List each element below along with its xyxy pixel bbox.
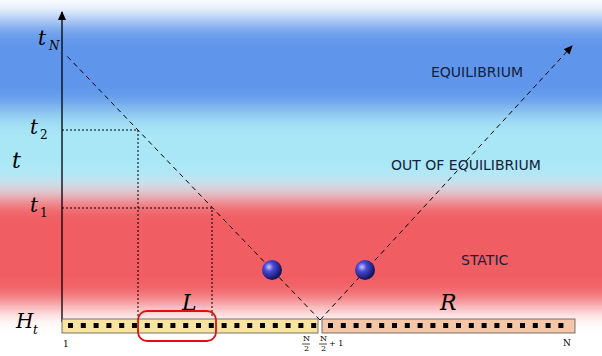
site bbox=[119, 323, 124, 328]
site bbox=[546, 323, 551, 328]
time-band: STATIC bbox=[458, 250, 514, 270]
band-label: EQUILIBRIUM bbox=[431, 64, 525, 80]
site bbox=[286, 323, 291, 328]
site bbox=[106, 323, 111, 328]
site bbox=[405, 323, 410, 328]
site bbox=[494, 323, 499, 328]
time-axis bbox=[61, 12, 62, 322]
site bbox=[94, 323, 99, 328]
site bbox=[170, 323, 175, 328]
axis-tick-subscript: N bbox=[49, 40, 60, 52]
axis-tick-subscript: 1 bbox=[40, 207, 48, 219]
site bbox=[469, 323, 474, 328]
site bbox=[558, 323, 563, 328]
quasiparticle bbox=[262, 260, 282, 280]
right-chain bbox=[322, 319, 575, 333]
site bbox=[311, 323, 316, 328]
site bbox=[132, 323, 137, 328]
site bbox=[158, 323, 163, 328]
hamiltonian-subscript: t bbox=[33, 324, 38, 336]
left-chain bbox=[62, 319, 318, 333]
site bbox=[145, 323, 150, 328]
site bbox=[328, 323, 333, 328]
site bbox=[520, 323, 525, 328]
site-index: 1 bbox=[63, 340, 69, 349]
site bbox=[196, 323, 201, 328]
quasiparticle bbox=[355, 260, 375, 280]
time-bands bbox=[0, 20, 602, 305]
axis-tick: t bbox=[30, 117, 38, 137]
subsystem-label: R bbox=[440, 292, 457, 314]
site bbox=[234, 323, 239, 328]
axis-tick: t bbox=[30, 195, 38, 215]
site bbox=[273, 323, 278, 328]
site-index: N bbox=[563, 339, 571, 348]
site bbox=[392, 323, 397, 328]
site-index: N bbox=[320, 335, 327, 343]
site bbox=[418, 323, 423, 328]
site bbox=[68, 323, 73, 328]
guide-line bbox=[62, 208, 212, 318]
site bbox=[456, 323, 461, 328]
band-label: STATIC bbox=[461, 252, 511, 268]
site bbox=[183, 323, 188, 328]
site bbox=[533, 323, 538, 328]
site bbox=[81, 323, 86, 328]
axis-tick: t bbox=[38, 28, 46, 48]
site-index: + 1 bbox=[329, 340, 343, 348]
chain-sites bbox=[68, 323, 563, 328]
axis-tick-subscript: 2 bbox=[40, 129, 48, 141]
axis-title: t bbox=[12, 150, 21, 172]
time-band: OUT OF EQUILIBRIUM bbox=[388, 155, 546, 175]
site bbox=[379, 323, 384, 328]
hamiltonian-label: H bbox=[16, 311, 33, 331]
light-cone bbox=[66, 55, 320, 320]
site bbox=[366, 323, 371, 328]
site bbox=[354, 323, 359, 328]
site-index: 2 bbox=[321, 345, 326, 353]
site bbox=[247, 323, 252, 328]
time-band: EQUILIBRIUM bbox=[428, 62, 528, 82]
site bbox=[341, 323, 346, 328]
subsystem-label: L bbox=[182, 292, 197, 314]
guide-line bbox=[62, 130, 138, 318]
site bbox=[260, 323, 265, 328]
site-index: 2 bbox=[304, 345, 309, 353]
site bbox=[430, 323, 435, 328]
site bbox=[209, 323, 214, 328]
site bbox=[298, 323, 303, 328]
band-label: OUT OF EQUILIBRIUM bbox=[391, 157, 543, 173]
site bbox=[507, 323, 512, 328]
site bbox=[443, 323, 448, 328]
site bbox=[482, 323, 487, 328]
light-cone bbox=[320, 46, 572, 320]
subsystem-outline bbox=[138, 311, 216, 341]
site bbox=[222, 323, 227, 328]
site-index: N bbox=[303, 335, 310, 343]
